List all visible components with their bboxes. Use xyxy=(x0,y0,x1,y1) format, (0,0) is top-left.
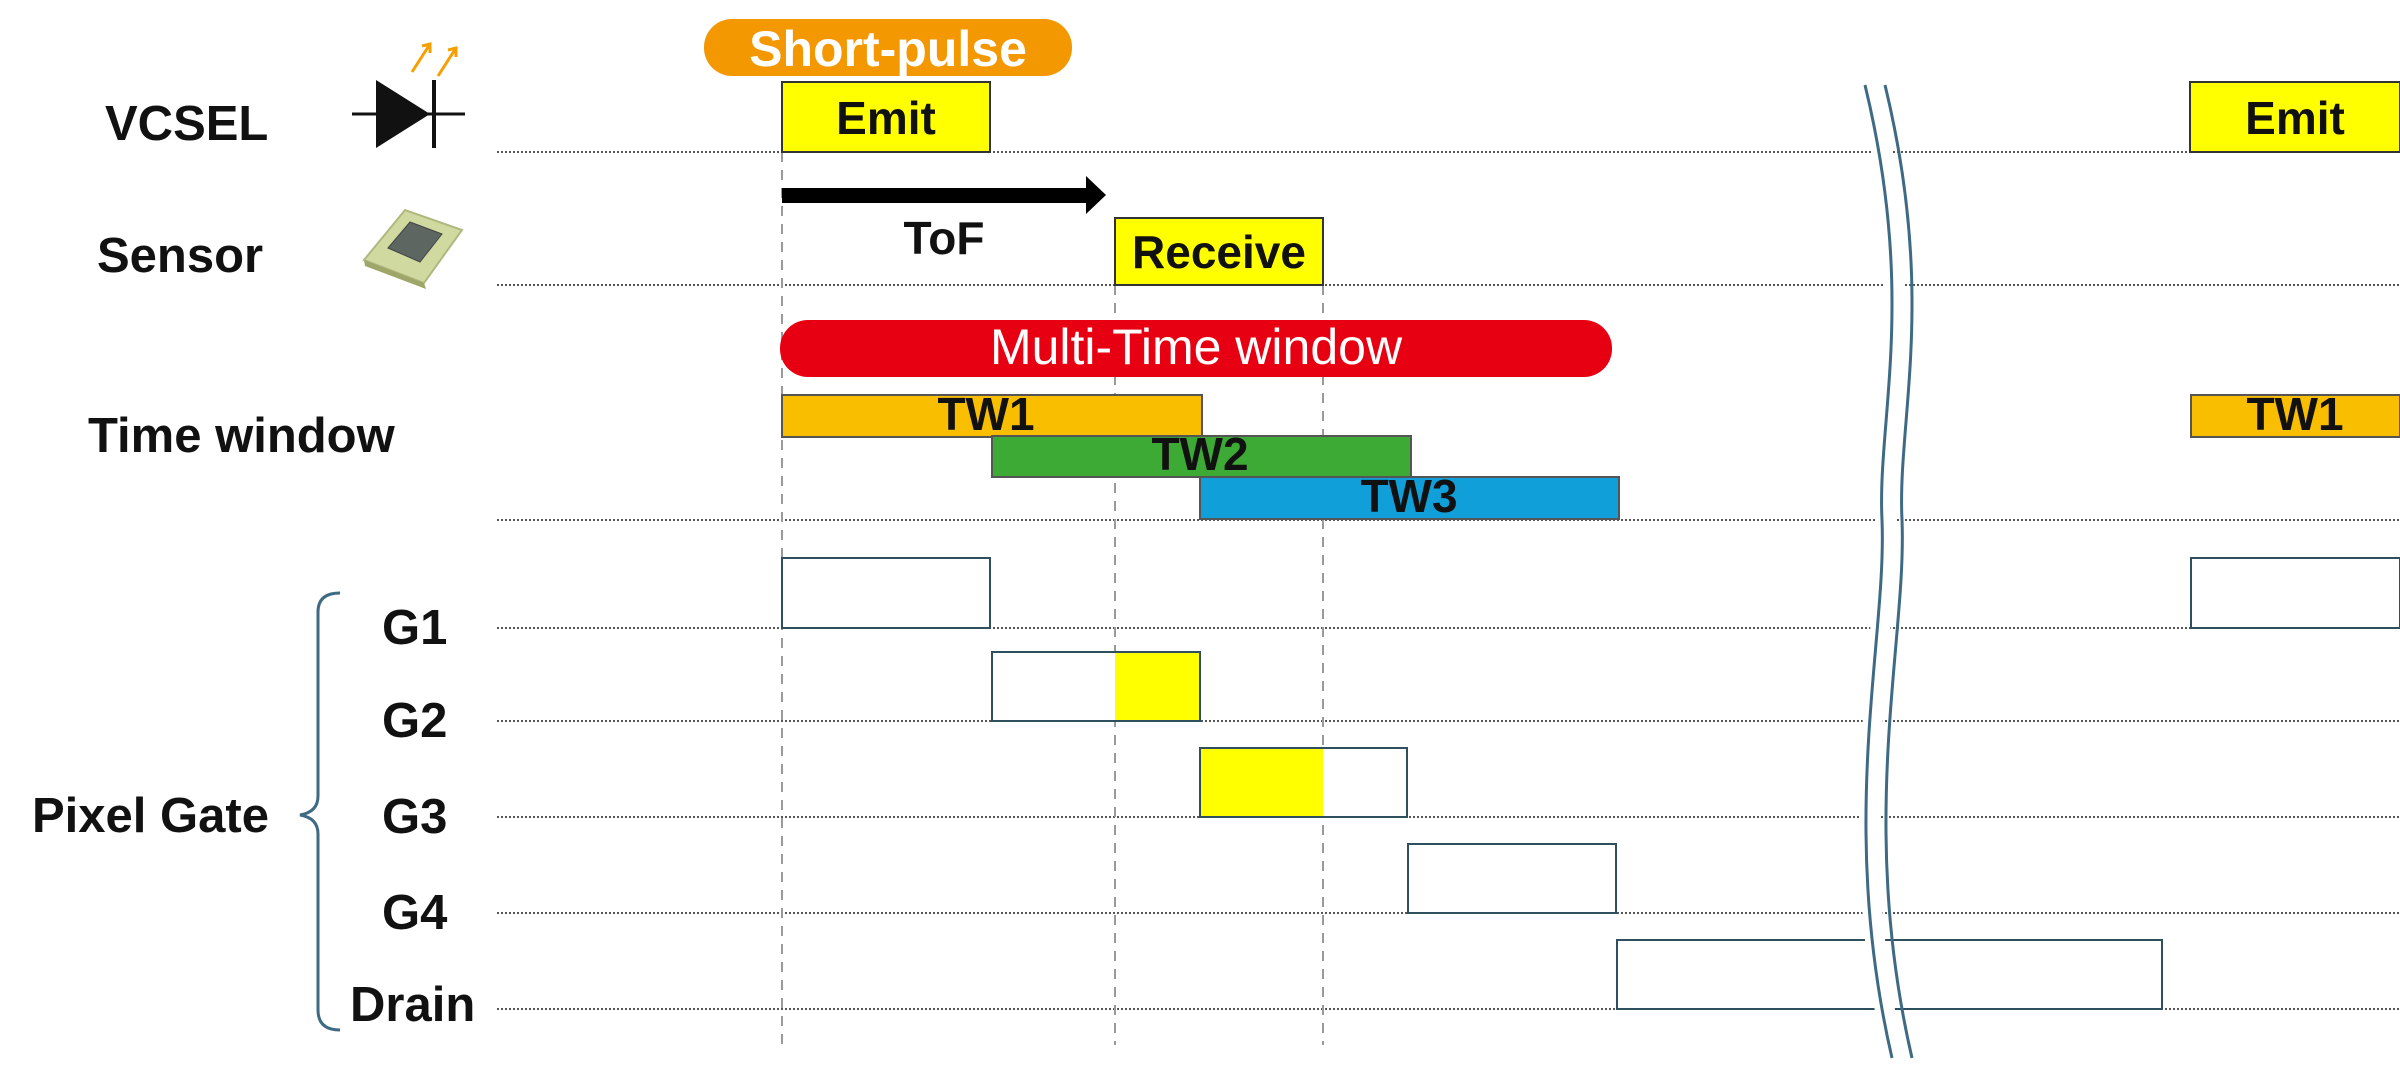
emit-box xyxy=(781,81,991,153)
time-window-label: Time window xyxy=(88,409,396,463)
receive-label: Receive xyxy=(1132,226,1306,278)
drain-label: Drain xyxy=(350,978,475,1032)
g1-label: G1 xyxy=(382,601,447,655)
tw3-bar xyxy=(1199,476,1620,520)
g3-gate-highlight xyxy=(1200,748,1323,817)
tof-label: ToF xyxy=(904,212,985,264)
short-pulse-label: Short-pulse xyxy=(749,21,1027,77)
pixel-gate-label: Pixel Gate xyxy=(32,789,269,843)
sensor-label: Sensor xyxy=(97,229,263,283)
g1-gate-box xyxy=(781,557,991,629)
pixel-gate-brace xyxy=(299,591,341,1032)
tw2-label: TW2 xyxy=(1151,428,1248,480)
tw3-label: TW3 xyxy=(1360,470,1457,522)
tw1-label: TW1 xyxy=(937,388,1034,440)
g2-gate-highlight xyxy=(1115,652,1200,721)
laser-diode-icon xyxy=(352,42,465,148)
emit-label: Emit xyxy=(836,92,936,144)
short-pulse-badge xyxy=(704,19,1072,76)
emit-label-next: Emit xyxy=(2245,92,2345,144)
emit-box-next xyxy=(2189,81,2400,153)
g3-gate-outline xyxy=(1199,747,1408,818)
g2-label: G2 xyxy=(382,694,447,748)
g3-label: G3 xyxy=(382,790,447,844)
tw1-bar-next xyxy=(2190,394,2400,438)
sensor-chip-icon xyxy=(362,208,464,289)
tof-arrow xyxy=(782,176,1106,214)
g2-gate-outline xyxy=(991,651,1201,722)
time-break-mark xyxy=(1858,82,1914,1063)
g1-gate-box-next xyxy=(2190,557,2400,629)
g4-label: G4 xyxy=(382,886,447,940)
tw2-bar xyxy=(991,435,1412,478)
receive-box xyxy=(1114,217,1324,286)
multi-time-window-badge xyxy=(780,320,1612,377)
vcsel-label: VCSEL xyxy=(105,97,268,151)
multi-time-window-label: Multi-Time window xyxy=(990,319,1403,375)
tw1-bar xyxy=(781,394,1203,438)
g4-gate-box xyxy=(1407,843,1617,914)
tw1-label-next: TW1 xyxy=(2246,388,2343,440)
